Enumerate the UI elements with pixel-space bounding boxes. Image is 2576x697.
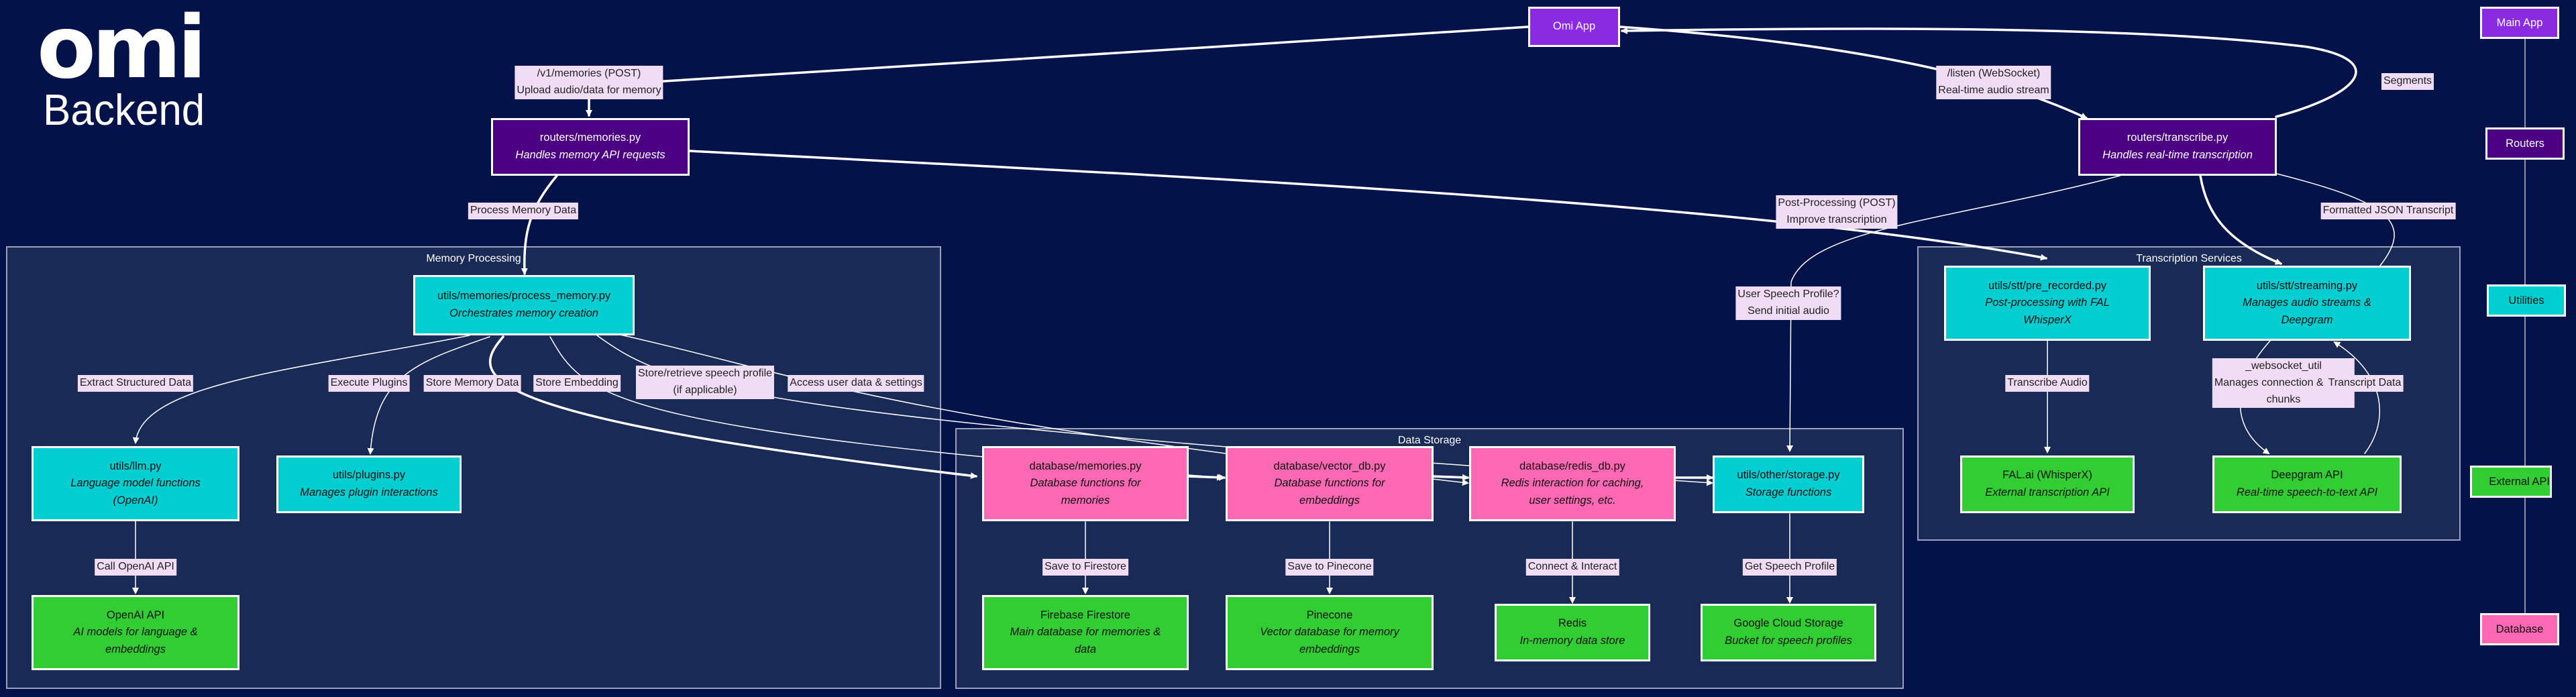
cluster-title: Data Storage	[1397, 435, 1462, 446]
legend-external-api: External API	[2470, 466, 2552, 498]
node-omi-app[interactable]: Omi App	[1528, 7, 1620, 47]
node-title: Pinecone	[1306, 608, 1353, 621]
node-title: Redis	[1558, 617, 1587, 630]
node-desc: Orchestrates memory creation	[449, 307, 598, 319]
edge-label-store-memory-data: Store Memory Data	[423, 375, 521, 392]
node-title: utils/memories/process_memory.py	[437, 290, 611, 303]
node-desc: Database functions for memories	[1030, 477, 1141, 506]
node-title: Deepgram API	[2271, 469, 2343, 482]
edge-label-store-embedding: Store Embedding	[533, 375, 621, 392]
node-desc: Language model functions (OpenAI)	[70, 477, 201, 506]
edge-label-transcript-data: Transcript Data	[2326, 375, 2404, 392]
cluster-title: Transcription Services	[2136, 253, 2242, 264]
node-desc: Handles real-time transcription	[2102, 149, 2253, 161]
edge-label-v1-memories: /v1/memories (POST) Upload audio/data fo…	[515, 66, 663, 99]
node-plugins[interactable]: utils/plugins.py Manages plugin interact…	[276, 455, 462, 513]
node-desc: Manages audio streams & Deepgram	[2243, 297, 2371, 326]
node-llm[interactable]: utils/llm.py Language model functions (O…	[32, 446, 239, 521]
node-title: routers/transcribe.py	[2127, 131, 2229, 144]
edge-label-listen: /listen (WebSocket) Real-time audio stre…	[1936, 66, 2051, 99]
node-fal[interactable]: FAL.ai (WhisperX) External transcription…	[1960, 455, 2135, 513]
edge-deepgram-to-streaming	[2333, 341, 2381, 454]
edge-transcribe-segments-to-app	[1621, 27, 2357, 118]
edge-db-vector-to-db-redis	[1431, 474, 1469, 481]
node-title: utils/stt/streaming.py	[2256, 279, 2358, 292]
node-desc: Bucket for speech profiles	[1725, 635, 1852, 647]
node-desc: Vector database for memory embeddings	[1260, 626, 1399, 655]
node-title: utils/plugins.py	[332, 469, 406, 482]
node-deepgram[interactable]: Deepgram API Real-time speech-to-text AP…	[2212, 455, 2402, 513]
node-title: OpenAI API	[106, 608, 165, 621]
node-title: utils/stt/pre_recorded.py	[1988, 279, 2107, 292]
node-title: utils/other/storage.py	[1737, 469, 1840, 482]
edge-label-process-memory-data: Process Memory Data	[468, 203, 579, 219]
edge-routers-memories-to-pre-recorded	[688, 150, 2047, 261]
edge-label-post-processing: Post-Processing (POST) Improve transcrip…	[1776, 195, 1898, 229]
edge-label-save-pinecone: Save to Pinecone	[1285, 559, 1374, 576]
node-desc: Handles memory API requests	[515, 149, 665, 161]
logo-subtitle: Backend	[43, 86, 205, 135]
node-pre-recorded[interactable]: utils/stt/pre_recorded.py Post-processin…	[1944, 266, 2151, 341]
edge-label-save-firestore: Save to Firestore	[1042, 559, 1128, 576]
node-pinecone[interactable]: Pinecone Vector database for memory embe…	[1226, 595, 1434, 670]
logo-word: omi	[37, 0, 207, 98]
legend-utilities: Utilities	[2487, 284, 2566, 317]
node-desc: Real-time speech-to-text API	[2236, 486, 2378, 498]
legend-database: Database	[2480, 613, 2559, 645]
node-desc: Post-processing with FAL WhisperX	[1985, 297, 2110, 326]
node-title: Google Cloud Storage	[1733, 617, 1843, 630]
node-process-memory[interactable]: utils/memories/process_memory.py Orchest…	[413, 275, 635, 335]
node-redis[interactable]: Redis In-memory data store	[1495, 604, 1650, 661]
node-db-vector[interactable]: database/vector_db.py Database functions…	[1226, 446, 1434, 521]
edge-label-execute-plugins: Execute Plugins	[328, 375, 410, 392]
legend-main-app: Main App	[2480, 7, 2559, 39]
edge-label-call-openai: Call OpenAI API	[95, 559, 176, 576]
edge-label-user-speech-profile: User Speech Profile? Send initial audio	[1735, 286, 1841, 320]
node-title: routers/memories.py	[539, 131, 641, 144]
node-db-memories[interactable]: database/memories.py Database functions …	[982, 446, 1189, 521]
edge-routers-memories-to-process-memory	[521, 174, 558, 275]
edge-label-segments: Segments	[2381, 73, 2434, 90]
edge-label-get-speech-profile: Get Speech Profile	[1742, 559, 1837, 576]
node-routers-memories[interactable]: routers/memories.py Handles memory API r…	[491, 118, 690, 176]
edge-process-memory-to-db-memories	[488, 335, 977, 480]
cluster-title: Memory Processing	[426, 253, 521, 264]
edge-app-to-routers-memories	[586, 25, 1529, 117]
legend-routers: Routers	[2485, 127, 2565, 160]
node-desc: In-memory data store	[1519, 635, 1625, 647]
edge-routers-transcribe-to-streaming	[2199, 174, 2282, 265]
node-title: Firebase Firestore	[1040, 608, 1130, 621]
node-desc: Storage functions	[1745, 486, 1832, 498]
node-db-redis[interactable]: database/redis_db.py Redis interaction f…	[1469, 446, 1676, 521]
node-routers-transcribe[interactable]: routers/transcribe.py Handles real-time …	[2078, 118, 2277, 176]
node-desc: External transcription API	[1985, 486, 2110, 498]
edge-process-memory-to-plugins	[367, 336, 490, 455]
node-title: database/redis_db.py	[1519, 460, 1625, 472]
node-title: utils/llm.py	[109, 460, 162, 472]
node-streaming[interactable]: utils/stt/streaming.py Manages audio str…	[2203, 266, 2411, 341]
node-title: database/memories.py	[1029, 460, 1142, 472]
node-desc: AI models for language & embeddings	[73, 626, 198, 655]
node-desc: Main database for memories & data	[1010, 626, 1161, 655]
node-firestore[interactable]: Firebase Firestore Main database for mem…	[982, 595, 1189, 670]
node-storage[interactable]: utils/other/storage.py Storage functions	[1713, 455, 1864, 513]
edge-label-extract-structured: Extract Structured Data	[77, 375, 194, 392]
node-title: Omi App	[1552, 20, 1596, 33]
edge-label-connect-interact: Connect & Interact	[1525, 559, 1619, 576]
node-openai[interactable]: OpenAI API AI models for language & embe…	[32, 595, 239, 670]
node-gcs[interactable]: Google Cloud Storage Bucket for speech p…	[1701, 604, 1876, 661]
edge-label-formatted-json: Formatted JSON Transcript	[2320, 203, 2456, 219]
node-desc: Redis interaction for caching, user sett…	[1501, 477, 1644, 506]
node-title: database/vector_db.py	[1273, 460, 1386, 472]
edge-label-store-retrieve-profile: Store/retrieve speech profile (if applic…	[635, 366, 775, 399]
edge-label-transcribe-audio: Transcribe Audio	[2005, 375, 2090, 392]
node-title: FAL.ai (WhisperX)	[2002, 469, 2092, 482]
edge-process-memory-to-llm	[132, 335, 470, 444]
node-desc: Database functions for embeddings	[1274, 477, 1385, 506]
edge-label-access-user-data: Access user data & settings	[788, 375, 924, 392]
node-desc: Manages plugin interactions	[300, 486, 438, 498]
